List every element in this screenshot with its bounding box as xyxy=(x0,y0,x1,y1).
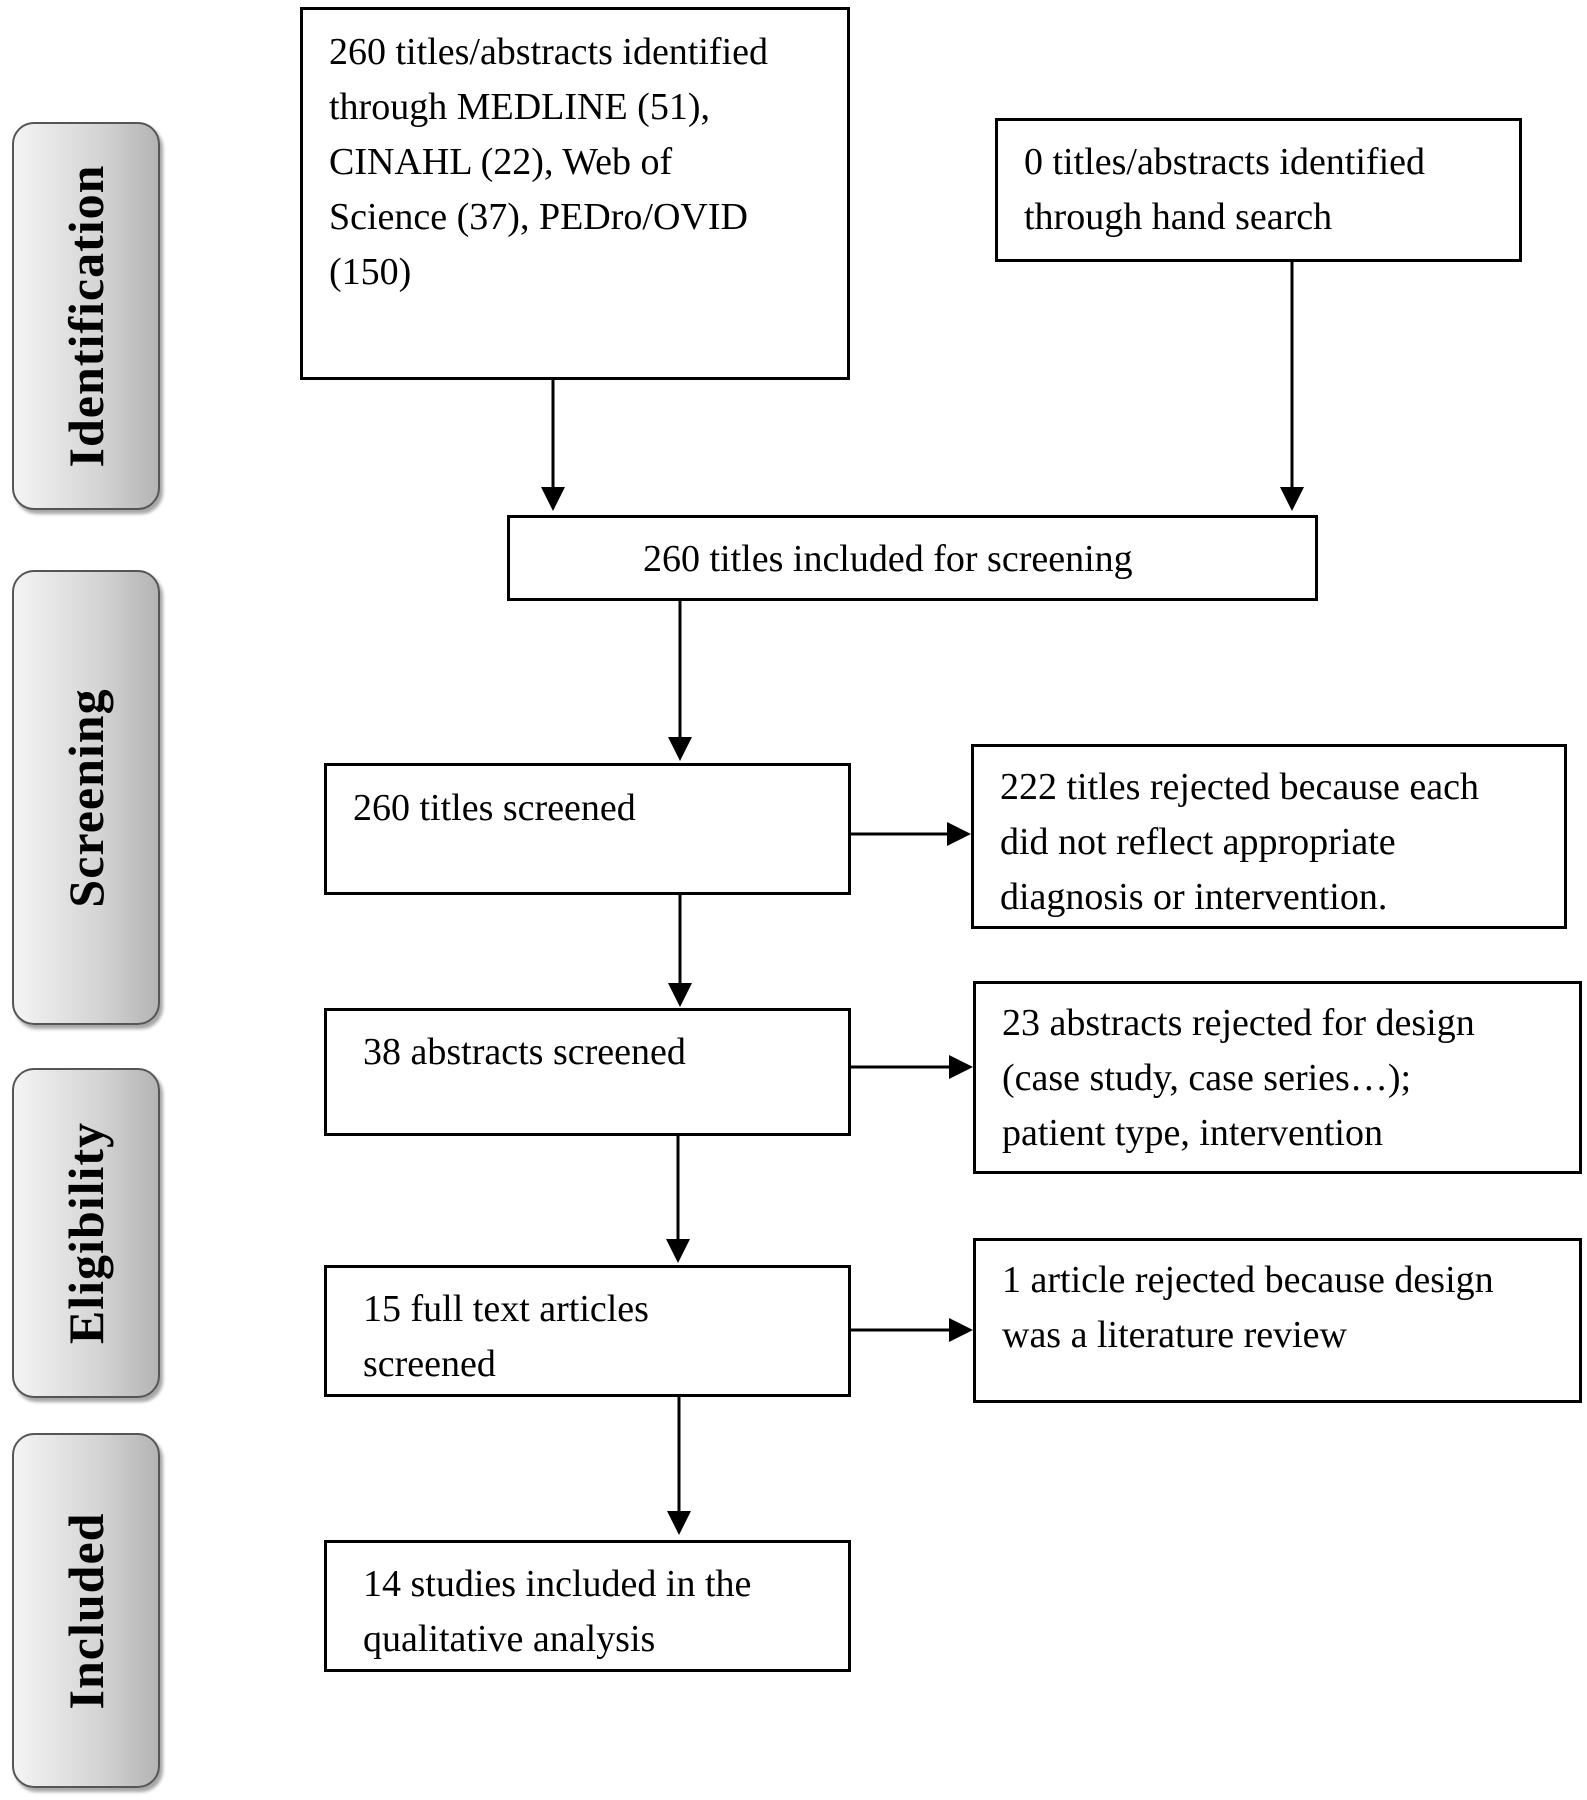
box-abstracts-screened: 38 abstracts screened xyxy=(324,1008,851,1136)
box-studies-included-text: 14 studies included in the qualitative a… xyxy=(363,1563,752,1660)
stage-eligibility: Eligibility xyxy=(12,1068,160,1398)
box-titles-screened: 260 titles screened xyxy=(324,763,851,895)
box-abstracts-screened-text: 38 abstracts screened xyxy=(363,1031,686,1073)
stage-identification: Identification xyxy=(12,122,160,510)
box-included-for-screening-text: 260 titles included for screening xyxy=(643,538,1133,580)
box-fulltext-screened-text: 15 full text articles screened xyxy=(363,1288,649,1385)
box-article-rejected: 1 article rejected because design was a … xyxy=(973,1238,1582,1403)
box-identified-hand-search-text: 0 titles/abstracts identified through ha… xyxy=(1024,141,1426,238)
box-abstracts-rejected: 23 abstracts rejected for design (case s… xyxy=(973,981,1582,1174)
box-fulltext-screened: 15 full text articles screened xyxy=(324,1265,851,1397)
stage-included: Included xyxy=(12,1433,160,1788)
box-article-rejected-text: 1 article rejected because design was a … xyxy=(1002,1259,1494,1356)
box-included-for-screening: 260 titles included for screening xyxy=(507,515,1318,601)
box-studies-included: 14 studies included in the qualitative a… xyxy=(324,1540,851,1672)
stage-screening: Screening xyxy=(12,570,160,1025)
box-identified-databases-text: 260 titles/abstracts identified through … xyxy=(329,31,769,293)
box-titles-rejected-text: 222 titles rejected because each did not… xyxy=(1000,766,1479,918)
box-titles-screened-text: 260 titles screened xyxy=(353,787,636,829)
box-identified-databases: 260 titles/abstracts identified through … xyxy=(300,7,850,380)
box-titles-rejected: 222 titles rejected because each did not… xyxy=(971,744,1567,929)
box-abstracts-rejected-text: 23 abstracts rejected for design (case s… xyxy=(1002,1002,1475,1154)
box-identified-hand-search: 0 titles/abstracts identified through ha… xyxy=(995,118,1522,262)
